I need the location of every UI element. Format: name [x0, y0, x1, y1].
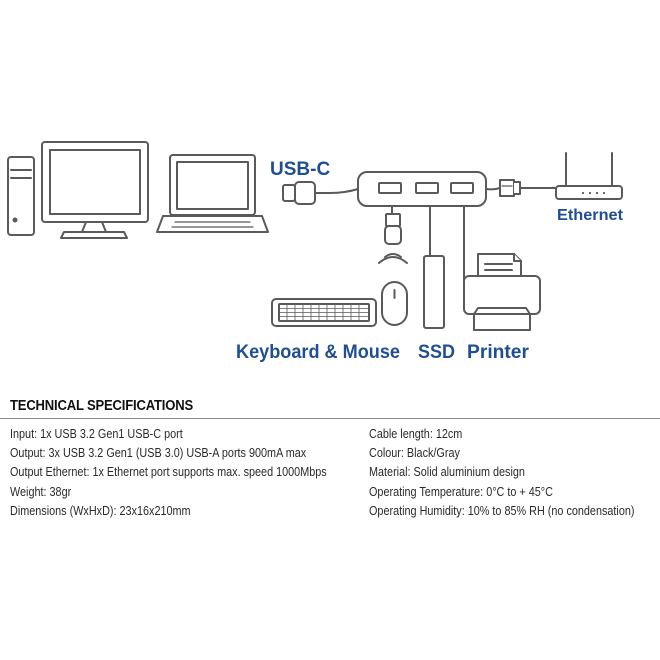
label-usb-c: USB-C — [270, 159, 330, 180]
spec-material: Material: Solid aluminium design — [369, 465, 525, 480]
keyboard-icon — [271, 298, 377, 327]
specs-title: TECHNICAL SPECIFICATIONS — [10, 398, 193, 414]
ethernet-plug-icon — [499, 179, 557, 197]
specs-right-column: Cable length: 12cm Colour: Black/Gray Ma… — [369, 425, 660, 521]
label-ssd: SSD — [418, 341, 455, 363]
monitor-icon — [41, 141, 149, 239]
spec-weight: Weight: 38gr — [10, 484, 72, 499]
spec-dimensions: Dimensions (WxHxD): 23x16x210mm — [10, 503, 191, 518]
ssd-icon — [423, 255, 445, 329]
spec-output-usb: Output: 3x USB 3.2 Gen1 (USB 3.0) USB-A … — [10, 446, 307, 461]
specs-left-column: Input: 1x USB 3.2 Gen1 USB-C port Output… — [10, 425, 378, 521]
mouse-icon — [381, 281, 408, 326]
laptop-icon — [156, 154, 269, 233]
wireless-icon — [378, 253, 408, 264]
usb-c-plug-icon — [282, 181, 359, 205]
label-keyboard-mouse: Keyboard & Mouse — [236, 341, 400, 363]
spec-colour: Colour: Black/Gray — [369, 446, 460, 461]
router-icon — [555, 152, 623, 200]
usb-a-plug-icon — [384, 213, 402, 245]
label-ethernet: Ethernet — [557, 207, 624, 224]
printer-icon — [463, 253, 541, 331]
spec-output-ethernet: Output Ethernet: 1x Ethernet port suppor… — [10, 465, 327, 480]
hub-icon — [357, 171, 501, 207]
spec-cable-length: Cable length: 12cm — [369, 427, 463, 441]
technical-specifications: TECHNICAL SPECIFICATIONS Input: 1x USB 3… — [0, 398, 660, 538]
pc-tower-icon — [7, 156, 35, 236]
connection-diagram: USB-C Ethernet Keyboard & Mouse SSD Prin… — [7, 141, 624, 363]
label-printer: Printer — [467, 341, 529, 363]
spec-operating-humidity: Operating Humidity: 10% to 85% RH (no co… — [369, 503, 635, 518]
spec-input: Input: 1x USB 3.2 Gen1 USB-C port — [10, 427, 183, 441]
spec-operating-temperature: Operating Temperature: 0°C to + 45°C — [369, 484, 553, 499]
specs-divider — [0, 418, 660, 419]
